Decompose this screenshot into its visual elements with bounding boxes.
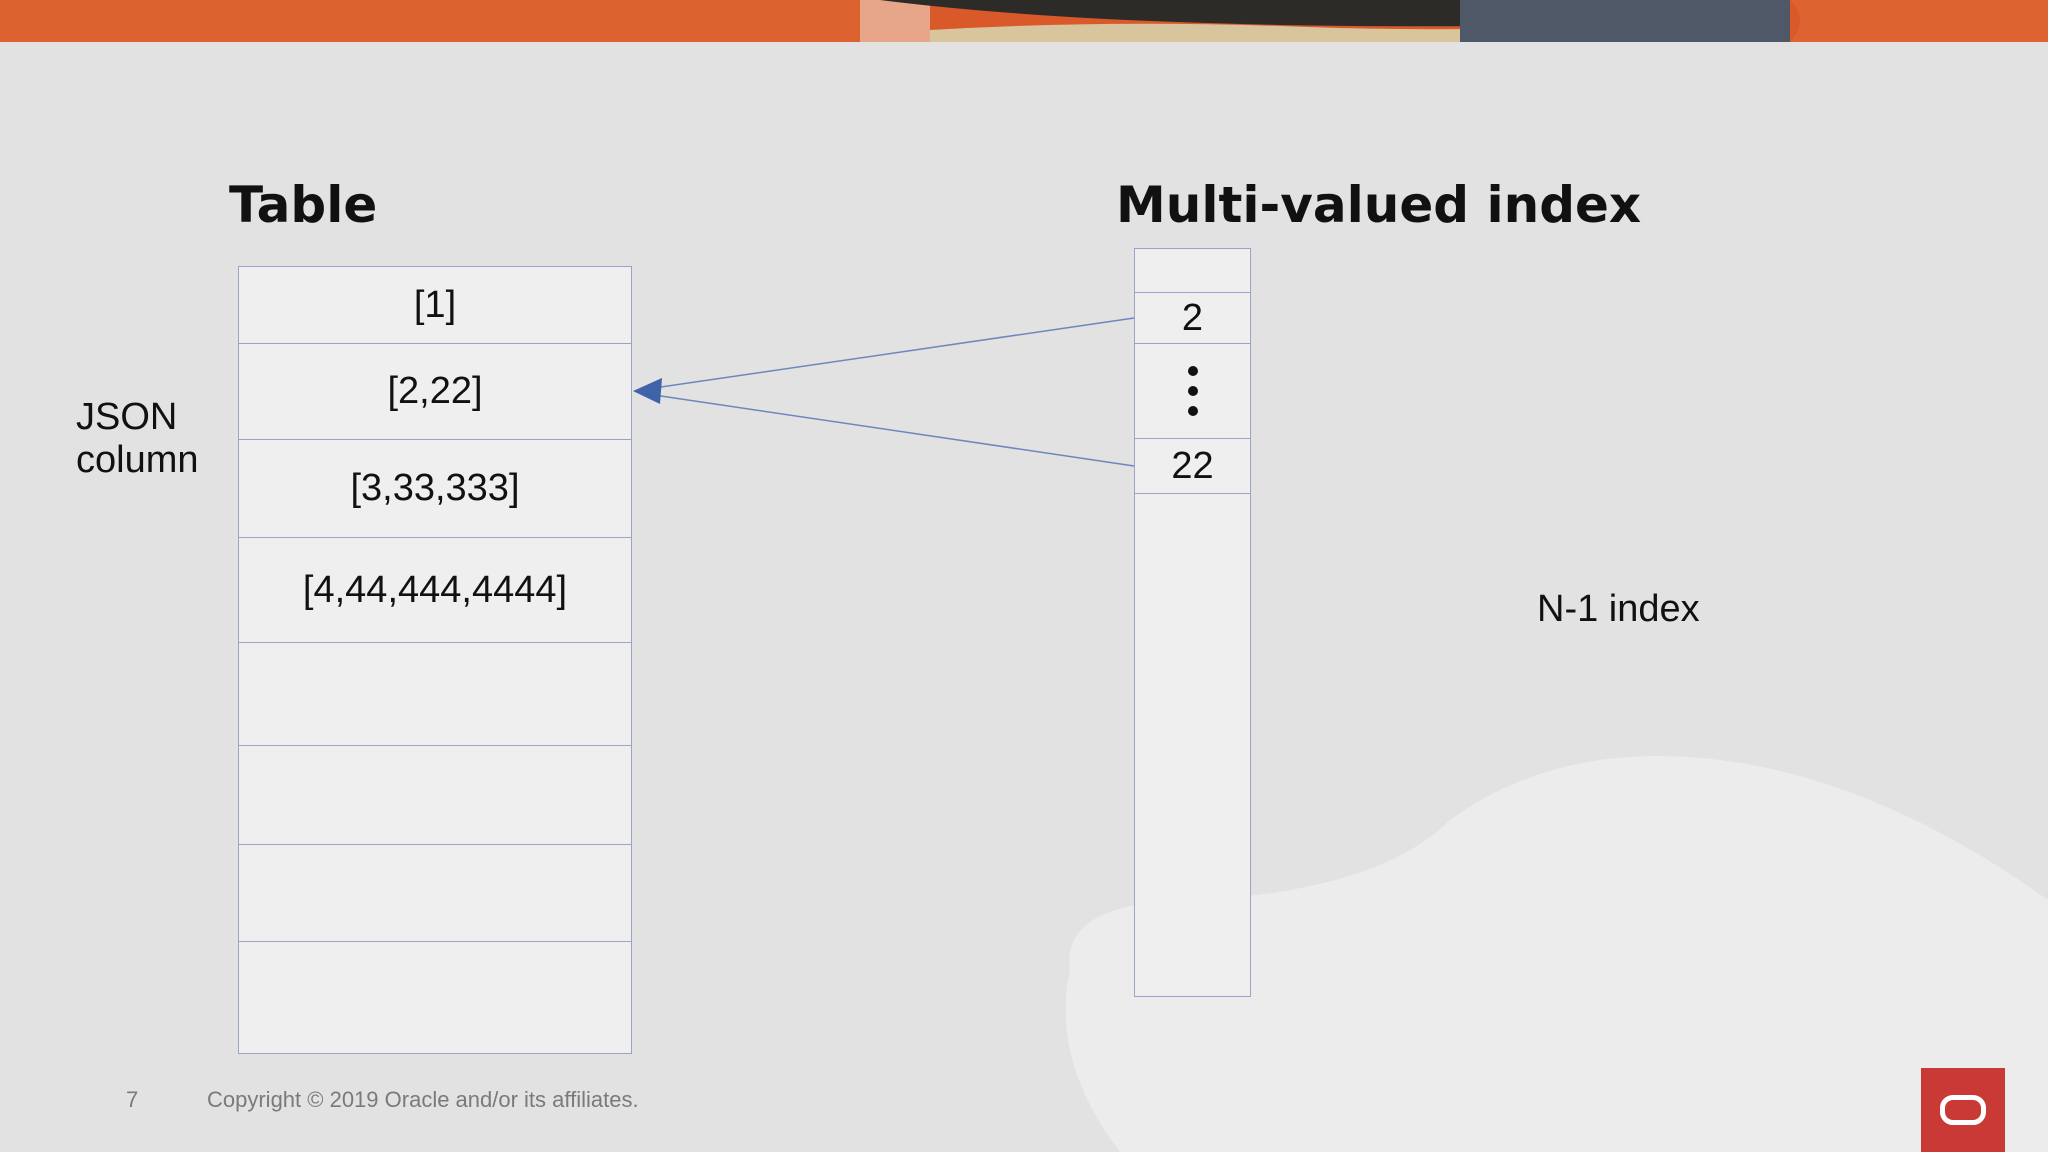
table-row xyxy=(239,845,631,942)
copyright-text: Copyright © 2019 Oracle and/or its affil… xyxy=(207,1087,639,1112)
oracle-logo-icon xyxy=(1921,1068,2005,1152)
table-row: [3,33,333] xyxy=(239,440,631,538)
vertical-ellipsis-icon xyxy=(1187,366,1198,416)
index-row: 22 xyxy=(1135,439,1250,494)
table-row xyxy=(239,643,631,746)
table-row: [2,22] xyxy=(239,344,631,440)
table-row: [1] xyxy=(239,267,631,344)
table-row: [4,44,444,4444] xyxy=(239,538,631,643)
index-row xyxy=(1135,249,1250,293)
arrow-line-from-22 xyxy=(653,394,1135,467)
index-heading: Multi-valued index xyxy=(1116,176,1642,234)
top-banner xyxy=(0,0,2048,42)
page-number: 7 xyxy=(126,1087,139,1112)
table-heading: Table xyxy=(229,176,378,234)
banner-artwork xyxy=(0,0,2048,42)
json-column-label: JSON column xyxy=(76,396,199,481)
table-column: [1] [2,22] [3,33,333] [4,44,444,4444] xyxy=(238,266,632,1054)
arrowhead-icon xyxy=(633,378,662,404)
oracle-logo-shape xyxy=(1940,1095,1986,1125)
index-row: 2 xyxy=(1135,293,1250,344)
multi-valued-index-column: 2 22 xyxy=(1134,248,1251,997)
arrow-line-from-2 xyxy=(653,317,1135,389)
table-row xyxy=(239,746,631,845)
index-row-ellipsis xyxy=(1135,344,1250,439)
n-1-index-note: N-1 index xyxy=(1537,588,1700,630)
